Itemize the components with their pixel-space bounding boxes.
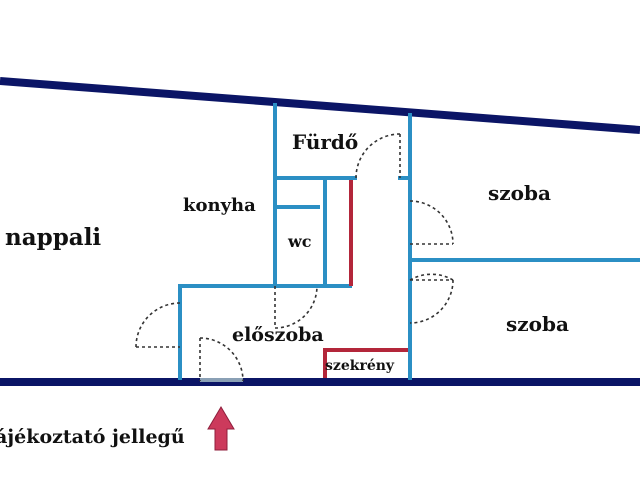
cabinet-walls <box>323 180 408 378</box>
top-outer-wall <box>0 77 640 134</box>
door-szoba-lower <box>409 273 454 324</box>
entrance-arrow-icon <box>207 406 235 451</box>
door-wc <box>274 285 318 329</box>
label-szoba-lower: szoba <box>506 312 569 336</box>
cabinet-outline <box>323 348 408 378</box>
door-nappali <box>135 302 181 348</box>
door-entrance <box>199 337 244 382</box>
label-szoba-upper: szoba <box>488 181 551 205</box>
label-konyha: konyha <box>183 195 256 216</box>
inner-walls <box>178 103 640 380</box>
label-eloszoba: előszoba <box>232 324 324 346</box>
door-szoba-upper <box>409 200 454 245</box>
outer-walls <box>0 77 640 386</box>
label-szekreny: szekrény <box>325 358 395 374</box>
door-furdo <box>355 133 401 179</box>
label-wc: wc <box>287 232 312 251</box>
label-furdo: Fürdő <box>292 130 358 154</box>
caption-text: ájékoztató jellegű <box>0 426 185 448</box>
label-nappali: nappali <box>5 224 101 251</box>
